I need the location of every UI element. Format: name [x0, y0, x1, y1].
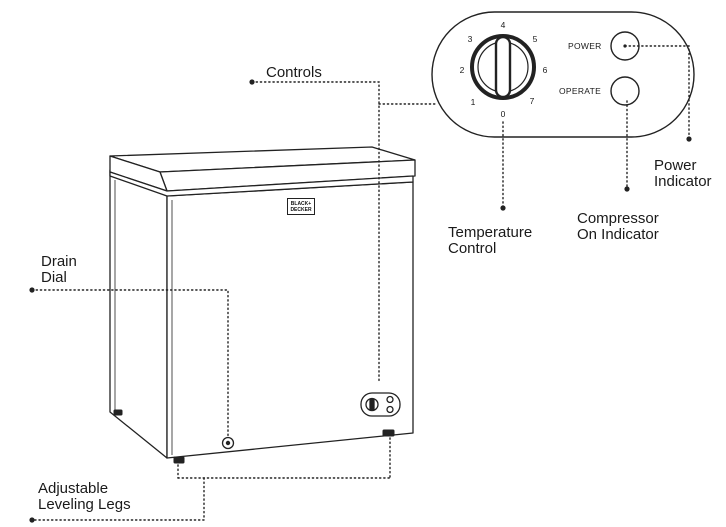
- dial-number-5: 5: [532, 34, 538, 44]
- compressor-indicator-label: Compressor On Indicator: [577, 211, 659, 243]
- operate-label: OPERATE: [559, 86, 602, 96]
- power-indicator-label: Power Indicator: [654, 158, 712, 190]
- drain-dial-label-line-1: Drain: [41, 253, 77, 270]
- temperature-control-label-line-2: Control: [448, 240, 497, 257]
- front-control-panel: [360, 392, 401, 417]
- drain-dial: [221, 436, 235, 450]
- temperature-control-label: Temperature Control: [448, 225, 532, 257]
- dial-number-2: 2: [459, 65, 465, 75]
- compressor-indicator-label-line-2: On Indicator: [577, 226, 659, 243]
- dial-number-7: 7: [529, 96, 535, 106]
- adjustable-legs-label-line-1: Adjustable: [38, 480, 109, 497]
- drain-dial-label: Drain Dial: [41, 254, 77, 286]
- temperature-control-label-line-1: Temperature: [448, 224, 533, 241]
- leader-dots: [29, 44, 692, 523]
- dial-number-1: 1: [470, 97, 476, 107]
- brand-logo: BLACK+ DECKER: [287, 198, 315, 215]
- power-label: POWER: [568, 41, 602, 51]
- adjustable-legs-label-line-2: Leveling Legs: [38, 496, 131, 513]
- power-indicator-label-line-1: Power: [654, 157, 697, 174]
- power-indicator-label-line-2: Indicator: [654, 173, 712, 190]
- leveling-legs: [113, 409, 395, 464]
- operate-light-icon: [610, 76, 640, 106]
- adjustable-legs-label: Adjustable Leveling Legs: [38, 481, 131, 513]
- dial-number-3: 3: [467, 34, 473, 44]
- brand-logo-line-2: DECKER: [290, 207, 312, 213]
- dial-number-6: 6: [542, 65, 548, 75]
- dial-number-0: 0: [500, 109, 506, 119]
- dial-number-4: 4: [500, 20, 506, 30]
- controls-label: Controls: [266, 64, 322, 81]
- compressor-indicator-label-line-1: Compressor: [577, 210, 659, 227]
- brand-logo-line-1: BLACK+: [290, 201, 312, 207]
- drain-dial-label-line-2: Dial: [41, 269, 67, 286]
- control-panel-inset: [431, 11, 695, 138]
